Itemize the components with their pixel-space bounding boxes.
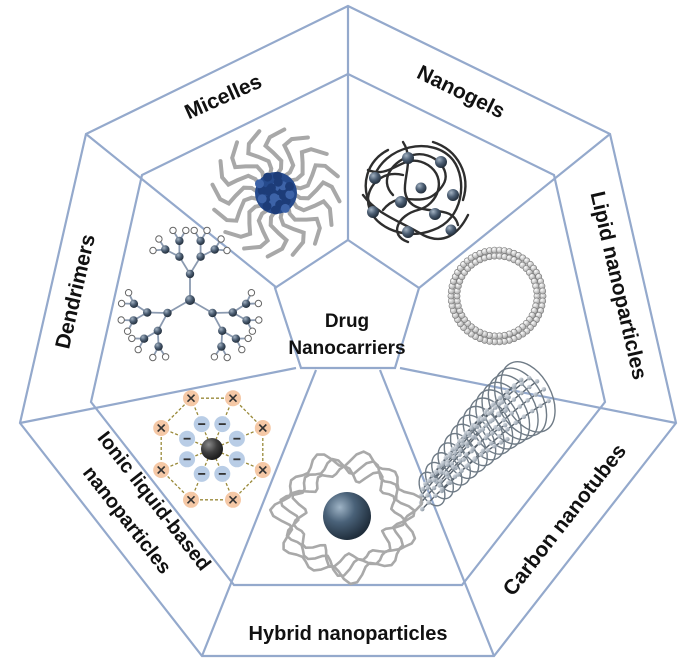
heptagon-frame bbox=[18, 4, 678, 658]
carbon-nanotube-icon bbox=[418, 361, 556, 512]
label-micelles: Micelles bbox=[181, 70, 265, 124]
radial-dividers bbox=[19, 6, 677, 657]
label-hybrid-nanoparticles: Hybrid nanoparticles bbox=[249, 623, 448, 645]
middle-heptagon bbox=[89, 72, 607, 587]
hybrid-core-sphere bbox=[323, 492, 371, 540]
center-label-line2: Nanocarriers bbox=[288, 338, 405, 359]
center-pentagon bbox=[273, 238, 421, 370]
dendrimer-icon bbox=[117, 226, 263, 362]
label-carbon-nanotubes: Carbon nanotubes bbox=[499, 440, 631, 600]
divider-lipid-carbon bbox=[399, 366, 677, 425]
ionic-liquid-icon bbox=[153, 390, 271, 508]
nanogel-icon bbox=[361, 140, 470, 244]
center-label-line1: Drug bbox=[325, 311, 369, 332]
micelle-icon bbox=[210, 127, 342, 259]
hybrid-nanoparticle-icon bbox=[269, 450, 423, 586]
label-lipid-nanoparticles: Lipid nanoparticles bbox=[585, 189, 651, 382]
liposome-ring-icon bbox=[447, 246, 547, 346]
outer-heptagon bbox=[18, 4, 678, 658]
